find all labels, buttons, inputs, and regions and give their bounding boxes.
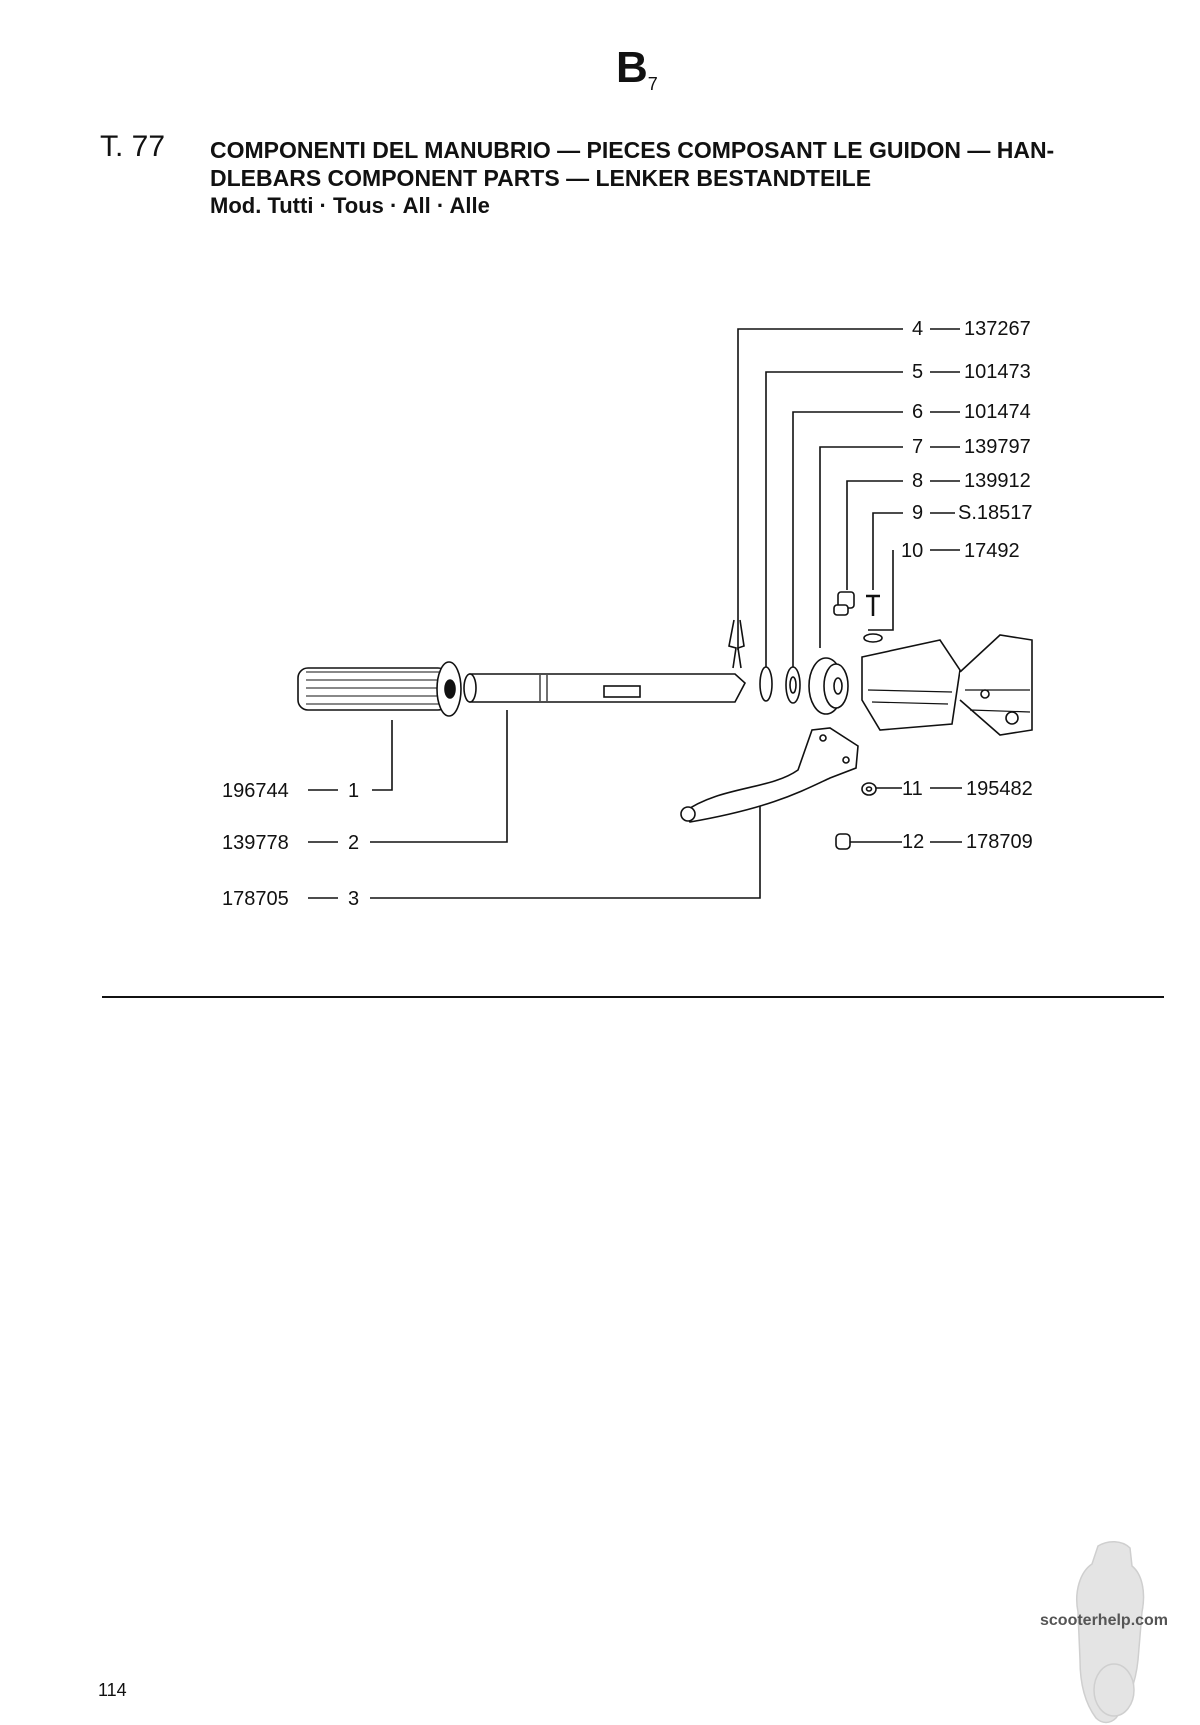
section-code: B7 [616, 43, 658, 94]
part-code-11: 195482 [966, 778, 1033, 800]
watermark-text: scooterhelp.com [1040, 1612, 1169, 1629]
part-code-12: 178709 [966, 831, 1033, 853]
table-number: T. 77 [100, 130, 166, 163]
part-ref-9: 9 [912, 502, 923, 524]
part-code-3: 178705 [222, 888, 289, 910]
title-line-2: DLEBARS COMPONENT PARTS — LENKER BESTAND… [210, 165, 872, 191]
part-code-4: 137267 [964, 318, 1031, 340]
part-ref-8: 8 [912, 470, 923, 492]
page-number: 114 [98, 1680, 127, 1700]
title-line-1: COMPONENTI DEL MANUBRIO — PIECES COMPOSA… [210, 137, 1055, 163]
part-ref-6: 6 [912, 401, 923, 423]
part-ref-3: 3 [348, 888, 359, 910]
part-code-9: S.18517 [958, 502, 1033, 524]
part-ref-4: 4 [912, 318, 923, 340]
models-line: Mod. Tutti · Tous · All · Alle [210, 193, 490, 218]
part-code-6: 101474 [964, 401, 1031, 423]
part-code-5: 101473 [964, 361, 1031, 383]
part-ref-7: 7 [912, 436, 923, 458]
part-ref-1: 1 [348, 780, 359, 802]
part-ref-5: 5 [912, 361, 923, 383]
part-code-8: 139912 [964, 470, 1031, 492]
title-block: COMPONENTI DEL MANUBRIO — PIECES COMPOSA… [210, 136, 1180, 220]
part-ref-11: 11 [902, 778, 923, 800]
part-ref-2: 2 [348, 832, 359, 854]
part-ref-10: 10 [901, 540, 923, 562]
part-code-1: 196744 [222, 780, 289, 802]
section-divider [102, 996, 1164, 998]
scooter-logo-icon [1076, 1541, 1145, 1724]
part-code-2: 139778 [222, 832, 289, 854]
part-ref-12: 12 [902, 831, 924, 853]
part-code-7: 139797 [964, 436, 1031, 458]
part-code-10: 17492 [964, 540, 1020, 562]
